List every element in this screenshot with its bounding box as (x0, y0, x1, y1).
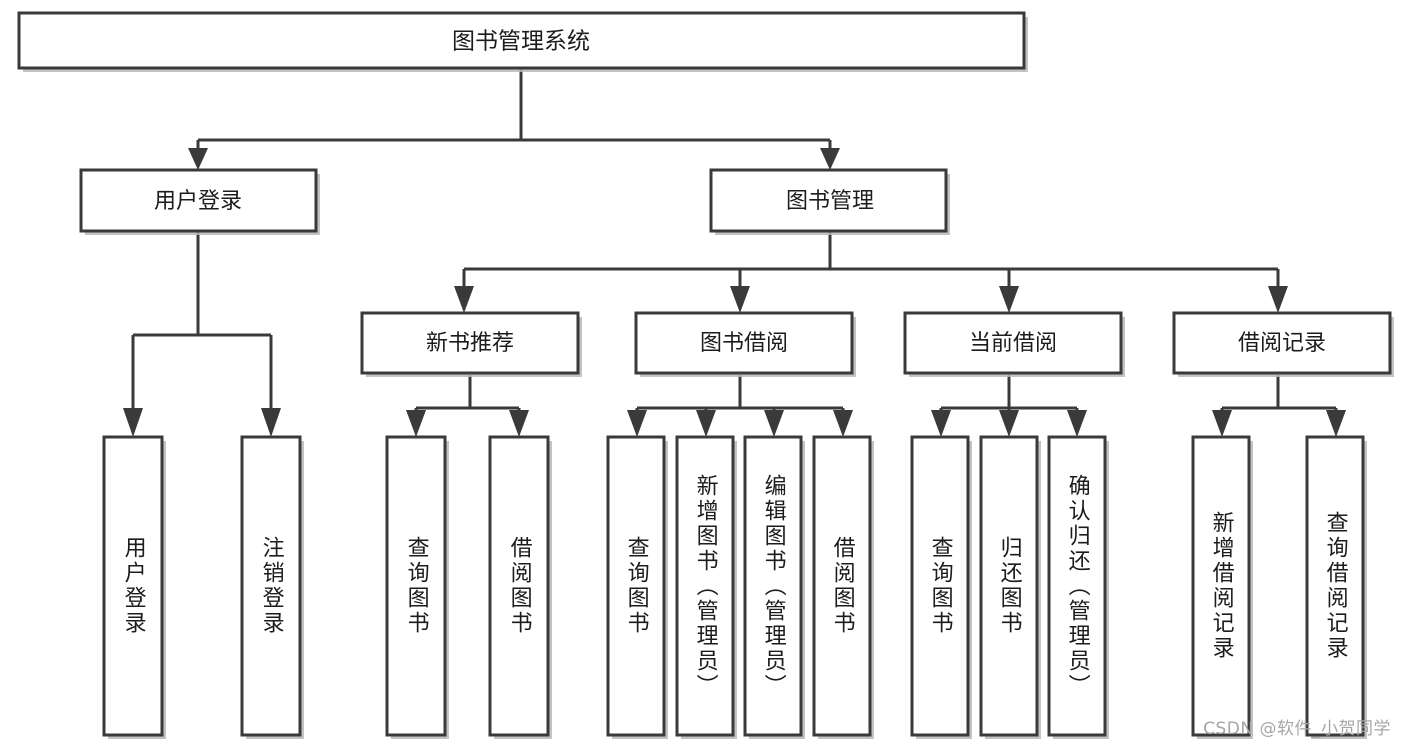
leaf-add-book-box[interactable] (675, 435, 735, 737)
arrow-to-book-manage (820, 148, 840, 170)
arrow-to-current-borrow (999, 286, 1019, 313)
arrow-to-borrow-record (1268, 286, 1288, 313)
node-root-label: 图书管理系统 (452, 29, 590, 55)
node-borrow-record-label: 借阅记录 (1238, 331, 1326, 356)
node-new-book-recommend-box (360, 311, 580, 375)
arrow-to-leaf-borrow-book-2 (833, 410, 853, 437)
leaf-edit-book-box[interactable] (743, 435, 803, 737)
leaf-logout-box[interactable] (240, 435, 302, 737)
leaf-query-book-1-box[interactable] (385, 435, 447, 737)
arrow-to-leaf-add-record (1212, 410, 1232, 437)
node-borrow-record[interactable]: 借阅记录 (1172, 311, 1394, 377)
node-current-borrow-label: 当前借阅 (969, 331, 1057, 356)
node-user-login-label: 用户登录 (154, 189, 242, 214)
node-book-borrow-label: 图书借阅 (700, 331, 788, 356)
arrow-to-user-login (188, 148, 208, 170)
leaf-user-login-box[interactable] (102, 435, 164, 737)
node-book-borrow-box (634, 311, 854, 375)
node-current-borrow[interactable]: 当前借阅 (903, 311, 1125, 377)
arrow-to-leaf-query-record (1326, 410, 1346, 437)
node-book-borrow[interactable]: 图书借阅 (634, 311, 856, 377)
arrow-to-leaf-borrow-book-1 (509, 410, 529, 437)
arrow-to-leaf-user-login (123, 408, 143, 437)
leaf-query-book-3-box[interactable] (910, 435, 970, 737)
leaf-query-record-box[interactable] (1305, 435, 1365, 737)
arrow-to-leaf-logout (261, 408, 281, 437)
leaf-query-book-2-box[interactable] (606, 435, 666, 737)
arrow-to-new-book-recommend (454, 286, 474, 313)
csdn-watermark: CSDN @软件_小贺同学 (1203, 719, 1391, 739)
node-borrow-record-box (1172, 311, 1392, 375)
node-book-manage[interactable]: 图书管理 (709, 168, 950, 235)
node-book-manage-box (709, 168, 948, 233)
connector-layer (123, 68, 1346, 437)
node-book-manage-label: 图书管理 (786, 189, 874, 214)
leaf-boxes-layer (102, 435, 1367, 739)
node-current-borrow-box (903, 311, 1123, 375)
node-user-login[interactable]: 用户登录 (79, 168, 320, 235)
arrow-to-leaf-query-book-2 (627, 410, 647, 437)
arrow-to-leaf-query-book-3 (931, 410, 951, 437)
arrow-to-leaf-return-book (999, 410, 1019, 437)
node-root-box (17, 11, 1026, 70)
leaf-borrow-book-1-box[interactable] (488, 435, 550, 737)
node-root[interactable]: 图书管理系统 (17, 11, 1028, 72)
node-new-book-recommend-label: 新书推荐 (426, 331, 514, 356)
leaf-return-book-box[interactable] (979, 435, 1039, 737)
arrow-to-leaf-add-book (696, 410, 716, 437)
arrow-to-leaf-edit-book (764, 410, 784, 437)
arrow-to-leaf-query-book-1 (406, 410, 426, 437)
leaf-confirm-return-box[interactable] (1047, 435, 1107, 737)
leaf-borrow-book-2-box[interactable] (812, 435, 872, 737)
arrow-to-book-borrow (730, 286, 750, 313)
node-new-book-recommend[interactable]: 新书推荐 (360, 311, 582, 377)
leaf-add-record-box[interactable] (1191, 435, 1251, 737)
arrow-to-leaf-confirm-return (1067, 410, 1087, 437)
node-user-login-box (79, 168, 318, 233)
